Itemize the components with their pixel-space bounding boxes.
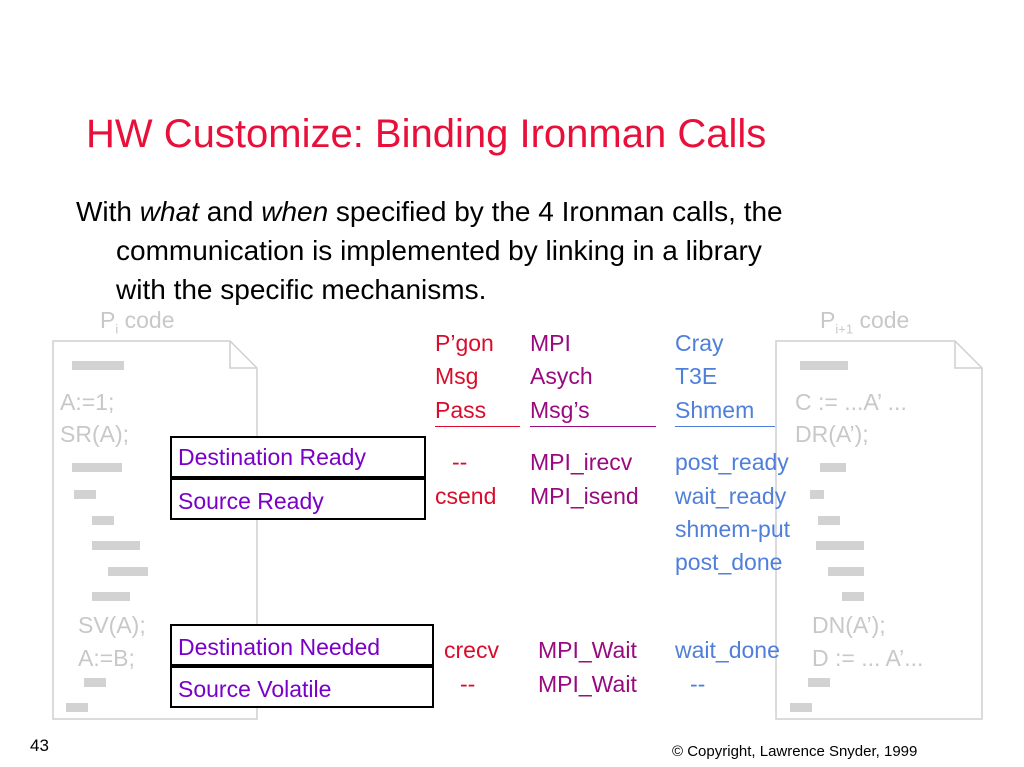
left-doc-line2: SR(A); — [60, 421, 129, 447]
code-bar — [810, 490, 824, 499]
cray-row-2: wait_ready — [675, 483, 787, 509]
cray-row-6: -- — [690, 671, 706, 697]
code-bar — [92, 592, 130, 601]
mpi-header-3: Msg’s — [530, 397, 590, 423]
right-doc-label-main: P — [820, 307, 836, 333]
code-bar — [790, 703, 812, 712]
code-bar — [66, 703, 88, 712]
destination-needed-box: Destination Needed — [170, 624, 434, 666]
intro-line3: with the specific mechanisms. — [116, 274, 487, 305]
left-doc-line1: A:=1; — [60, 389, 115, 415]
pgon-header-3: Pass — [435, 397, 487, 423]
pgon-row-4: -- — [460, 671, 476, 697]
pgon-header-rule — [435, 426, 520, 427]
code-bar — [816, 541, 864, 550]
right-doc-line3: DN(A’); — [812, 612, 886, 638]
cray-header-rule — [675, 426, 775, 427]
page-number: 43 — [30, 736, 49, 755]
cray-header-2: T3E — [675, 363, 718, 389]
left-doc-label-rest: code — [118, 307, 175, 333]
source-volatile-box: Source Volatile — [170, 666, 434, 708]
mpi-row-4: MPI_Wait — [538, 671, 637, 697]
intro-what: what — [139, 196, 199, 227]
intro-prefix: With — [76, 196, 140, 227]
intro-rest: specified by the 4 Ironman calls, the — [328, 196, 783, 227]
slide-title: HW Customize: Binding Ironman Calls — [86, 112, 767, 156]
source-ready-box: Source Ready — [170, 478, 426, 520]
cray-header-3: Shmem — [675, 397, 755, 423]
copyright-notice: © Copyright, Lawrence Snyder, 1999 — [672, 743, 918, 760]
mpi-row-1: MPI_irecv — [530, 449, 633, 475]
mpi-header-rule — [530, 426, 656, 427]
left-doc-label-sub: i — [115, 321, 119, 337]
code-bar — [92, 541, 140, 550]
code-bar — [808, 678, 830, 687]
mpi-header-1: MPI — [530, 330, 571, 356]
right-doc-line4: D := ... A’... — [812, 645, 924, 671]
pgon-row-1: -- — [452, 449, 468, 475]
code-bar — [800, 361, 848, 370]
right-doc-page — [775, 340, 983, 720]
right-doc-label-rest: code — [853, 307, 910, 333]
pgon-row-3: crecv — [444, 637, 499, 663]
code-bar — [820, 463, 846, 472]
mpi-header-2: Asych — [530, 363, 593, 389]
right-doc-label: Pi+1 code — [820, 307, 909, 337]
cray-row-1: post_ready — [675, 449, 789, 475]
cray-row-5: wait_done — [675, 637, 780, 663]
code-bar — [842, 592, 864, 601]
cray-header-1: Cray — [675, 330, 724, 356]
left-doc-line4: A:=B; — [78, 645, 135, 671]
right-doc-label-sub: i+1 — [835, 321, 854, 337]
code-bar — [92, 516, 114, 525]
code-bar — [818, 516, 840, 525]
left-doc-line3: SV(A); — [78, 612, 146, 638]
cray-row-4: post_done — [675, 549, 783, 575]
destination-ready-box: Destination Ready — [170, 436, 426, 478]
pgon-header-1: P’gon — [435, 330, 494, 356]
code-bar — [84, 678, 106, 687]
code-bar — [72, 361, 124, 370]
code-bar — [74, 490, 96, 499]
pgon-row-2: csend — [435, 483, 497, 509]
left-doc-label: Pi code — [100, 307, 175, 337]
right-doc-line1: C := ...A’ ... — [795, 389, 907, 415]
code-bar — [828, 567, 864, 576]
mpi-row-2: MPI_isend — [530, 483, 639, 509]
intro-and: and — [198, 196, 262, 227]
left-doc-label-main: P — [100, 307, 116, 333]
intro-paragraph: With what and when specified by the 4 Ir… — [76, 192, 976, 309]
intro-line2: communication is implemented by linking … — [116, 235, 762, 266]
cray-row-3: shmem-put — [675, 516, 791, 542]
code-bar — [108, 567, 148, 576]
right-doc-line2: DR(A’); — [795, 421, 869, 447]
mpi-row-3: MPI_Wait — [538, 637, 637, 663]
pgon-header-2: Msg — [435, 363, 479, 389]
code-bar — [72, 463, 122, 472]
intro-when: when — [261, 196, 329, 227]
